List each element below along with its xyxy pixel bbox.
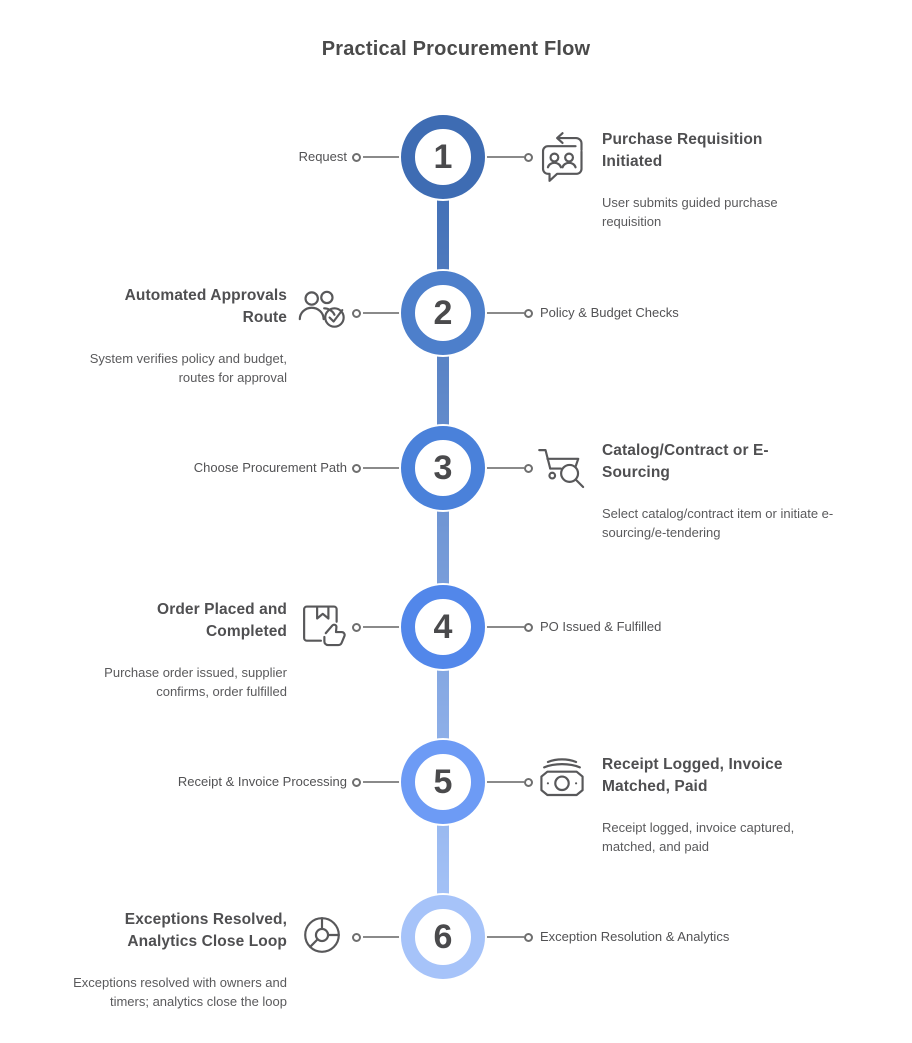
connector-line: [485, 467, 524, 469]
step-2-heading: Automated Approvals Route: [124, 287, 287, 326]
step-2-short-label: Policy & Budget Checks: [540, 305, 679, 320]
cart-search-icon: [536, 442, 588, 494]
connector-dot: [524, 463, 533, 473]
connector-dot: [352, 932, 361, 942]
step-1-description: User submits guided purchase requisition: [602, 195, 778, 229]
connector-dot: [352, 777, 361, 787]
connector-dot: [352, 622, 361, 632]
cash-stack-icon: [536, 756, 588, 808]
connector-dot: [524, 777, 533, 787]
step-5-heading: Receipt Logged, Invoice Matched, Paid: [602, 756, 783, 795]
step-3-number-circle: 3: [401, 426, 485, 510]
connector-line: [485, 156, 524, 158]
chat-people-icon: [536, 131, 588, 183]
donut-chart-icon: [296, 909, 348, 961]
connector-dot: [352, 152, 361, 162]
step-4-short-label: PO Issued & Fulfilled: [540, 619, 662, 634]
step-5-short-label: Receipt & Invoice Processing: [177, 774, 347, 789]
box-thumbs-up-icon: [296, 599, 348, 651]
step-1-heading: Purchase Requisition Initiated: [602, 131, 763, 170]
connector-line: [485, 781, 524, 783]
step-1-short-label: Request: [298, 149, 347, 164]
connector-dot: [524, 308, 533, 318]
people-check-icon: [296, 285, 348, 337]
step-5-description: Receipt logged, invoice captured, matche…: [602, 820, 795, 854]
step-4-description: Purchase order issued, supplier confirms…: [104, 665, 287, 699]
step-6-description: Exceptions resolved with owners and time…: [73, 975, 287, 1009]
step-6-number-circle: 6: [401, 895, 485, 979]
connector-line: [485, 626, 524, 628]
connector-line: [363, 312, 402, 314]
step-5-number-circle: 5: [401, 740, 485, 824]
step-2-description: System verifies policy and budget, route…: [89, 351, 287, 385]
connector-line: [363, 467, 402, 469]
step-1-number-circle: 1: [401, 115, 485, 199]
step-3-short-label: Choose Procurement Path: [193, 460, 347, 475]
connector-dot: [352, 308, 361, 318]
step-3-heading: Catalog/Contract or E-Sourcing: [602, 442, 769, 481]
step-4-heading: Order Placed and Completed: [157, 601, 287, 640]
connector-line: [363, 781, 402, 783]
connector-line: [485, 936, 524, 938]
step-3-description: Select catalog/contract item or initiate…: [602, 506, 834, 540]
step-4-number-circle: 4: [401, 585, 485, 669]
step-2-number-circle: 2: [401, 271, 485, 355]
connector-line: [363, 626, 402, 628]
connector-dot: [524, 932, 533, 942]
step-6-heading: Exceptions Resolved, Analytics Close Loo…: [124, 911, 287, 950]
connector-line: [485, 312, 524, 314]
step-6-short-label: Exception Resolution & Analytics: [540, 929, 730, 944]
connector-dot: [352, 463, 361, 473]
connector-line: [363, 936, 402, 938]
connector-dot: [524, 622, 533, 632]
page-title: Practical Procurement Flow: [321, 38, 591, 60]
connector-line: [363, 156, 402, 158]
connector-dot: [524, 152, 533, 162]
